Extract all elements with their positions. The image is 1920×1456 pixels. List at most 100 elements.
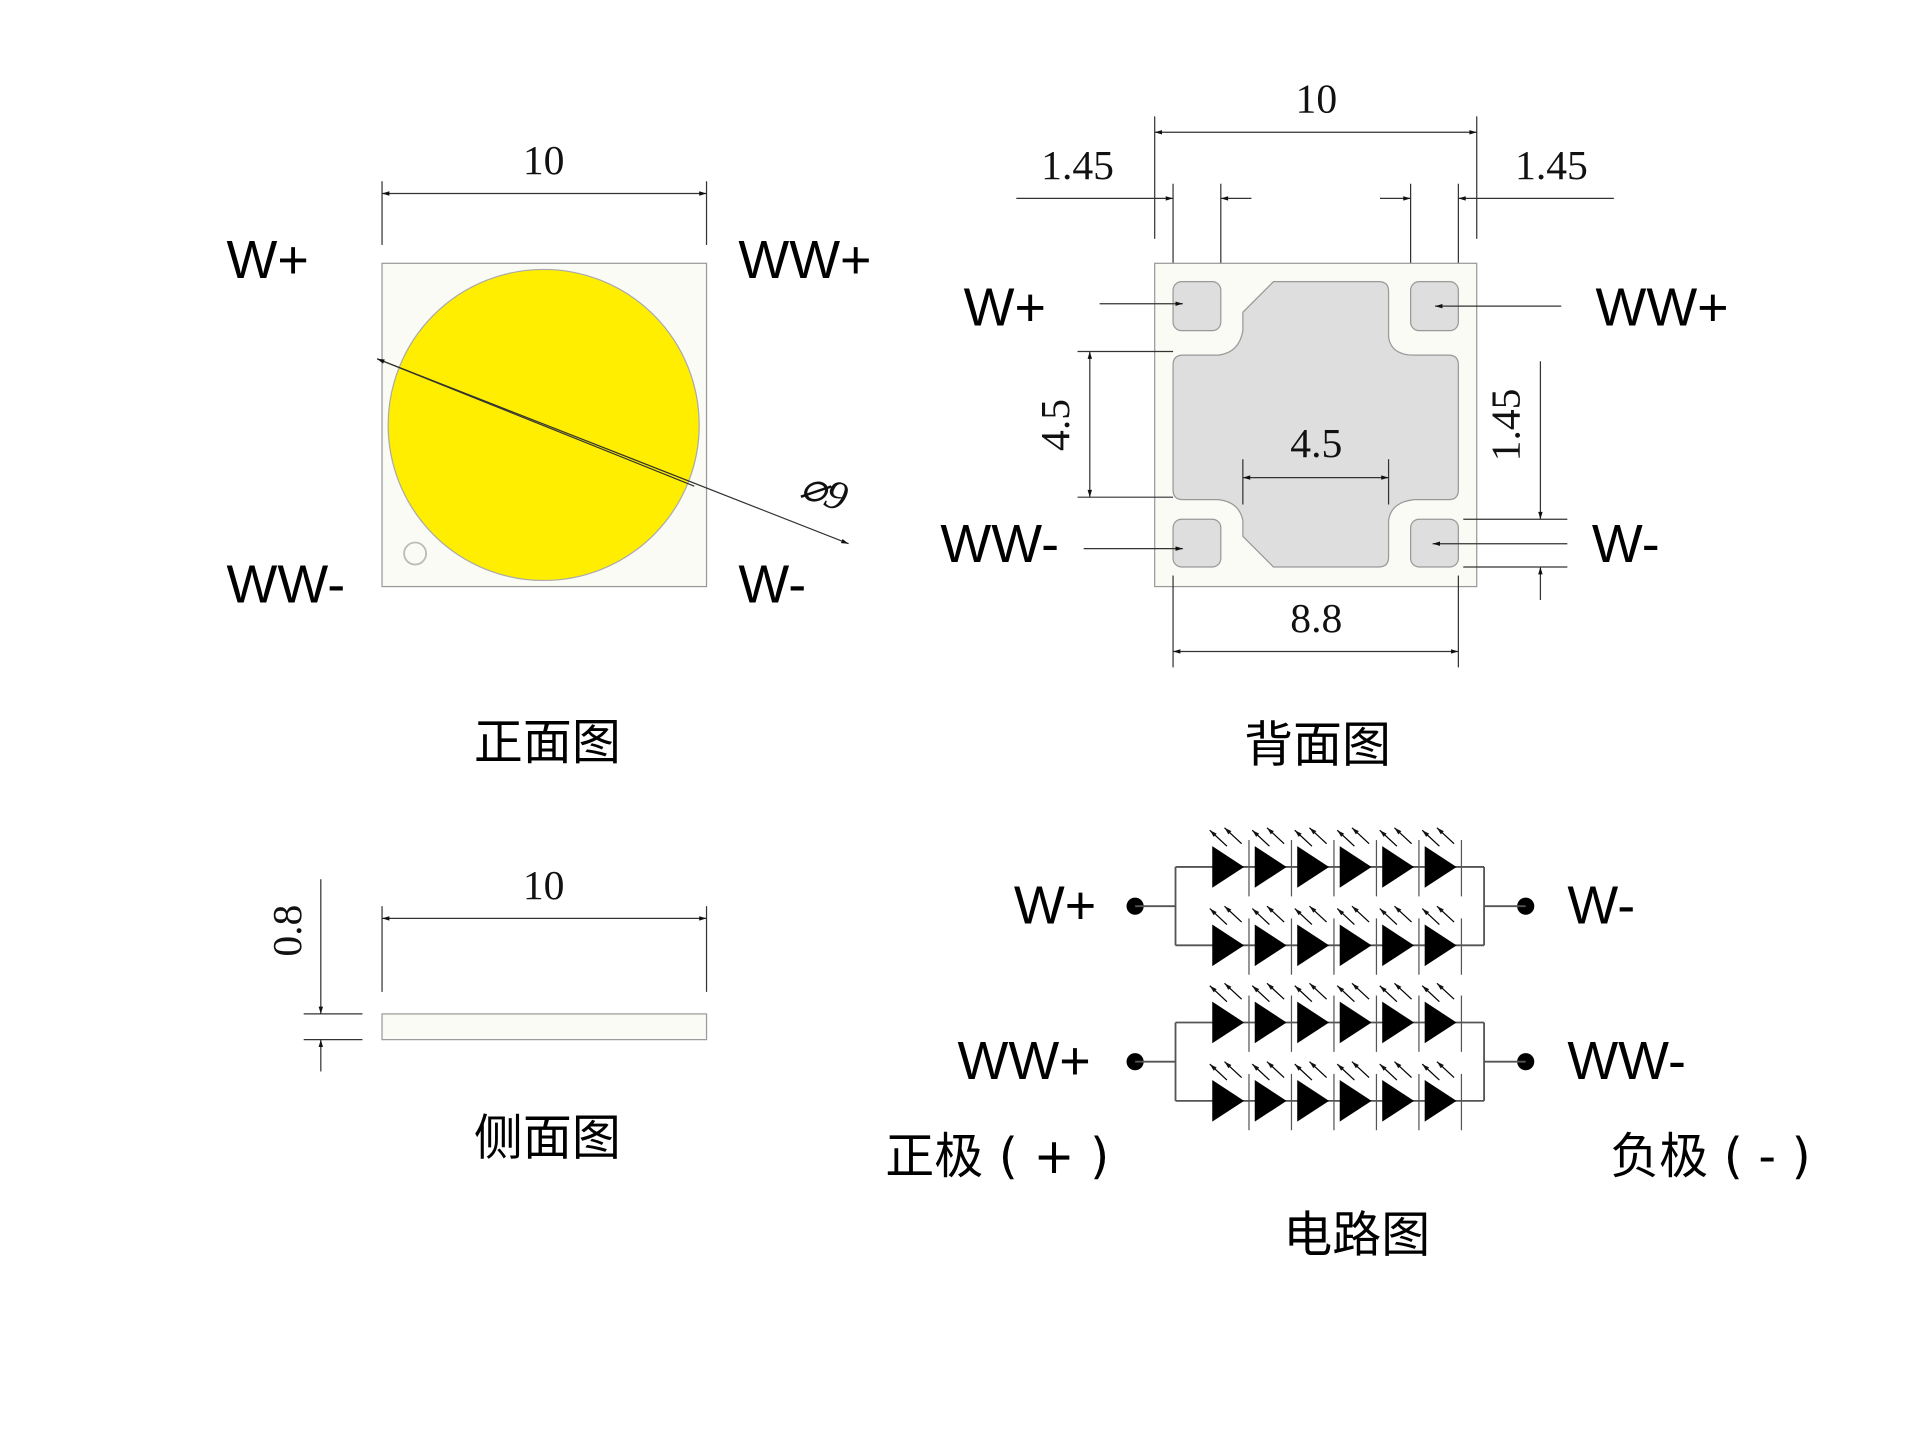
light-arrow-icon	[1379, 829, 1398, 847]
led-diode-icon	[1297, 1080, 1330, 1122]
led-diode-icon	[1297, 924, 1330, 967]
label-w-plus: W+	[227, 230, 309, 290]
light-arrow-icon	[1224, 1061, 1243, 1079]
circuit-label-ww-minus: WW-	[1567, 1031, 1686, 1091]
label-w-minus: W-	[738, 554, 806, 614]
led-diode-icon	[1339, 1080, 1372, 1122]
led-diode-icon	[1254, 924, 1287, 967]
led-diode-icon	[1254, 1001, 1287, 1044]
light-arrow-icon	[1336, 829, 1355, 847]
led-diode-icon	[1212, 924, 1245, 967]
emitter-circle	[387, 268, 700, 582]
light-arrow-icon	[1351, 905, 1370, 923]
light-arrow-icon	[1251, 829, 1270, 847]
light-arrow-icon	[1436, 905, 1455, 923]
pad-height-dim: 1.45	[1484, 389, 1530, 462]
circuit-label-w-minus: W-	[1567, 875, 1635, 935]
light-arrow-icon	[1336, 1063, 1355, 1081]
led-diode-icon	[1424, 924, 1457, 967]
thickness-dim: 0.8	[265, 905, 311, 957]
label-w-plus: W+	[964, 278, 1046, 338]
light-arrow-icon	[1309, 1061, 1328, 1079]
thermal-pad	[1172, 281, 1459, 568]
light-arrow-icon	[1224, 827, 1243, 845]
light-arrow-icon	[1436, 827, 1455, 845]
light-arrow-icon	[1436, 1061, 1455, 1079]
led-diode-icon	[1424, 846, 1457, 888]
light-arrow-icon	[1251, 985, 1270, 1003]
side-view: 10 0.8 侧面图	[265, 863, 708, 1167]
side-view-caption: 侧面图	[474, 1110, 621, 1167]
light-arrow-icon	[1266, 827, 1285, 845]
light-arrow-icon	[1309, 982, 1328, 1000]
back-view: 10 1.45 1.45 4.5 4.5	[940, 77, 1728, 774]
diameter-dim: ⌀9	[795, 462, 854, 521]
back-width-dim: 10	[1296, 77, 1338, 123]
light-arrow-icon	[1224, 982, 1243, 1000]
negative-label: 负极 ( - )	[1610, 1128, 1811, 1185]
led-diode-icon	[1254, 1080, 1287, 1122]
light-arrow-icon	[1421, 829, 1440, 847]
light-arrow-icon	[1209, 985, 1228, 1003]
pad-ww-minus	[1172, 518, 1222, 568]
circuit-caption: 电路图	[1283, 1206, 1430, 1263]
label-ww-minus: WW-	[227, 554, 346, 614]
light-arrow-icon	[1294, 1063, 1313, 1081]
label-ww-minus: WW-	[940, 514, 1059, 574]
light-arrow-icon	[1379, 985, 1398, 1003]
pad-left-dim: 1.45	[1041, 143, 1114, 189]
light-arrow-icon	[1294, 985, 1313, 1003]
light-arrow-icon	[1209, 829, 1228, 847]
diameter-leader-arrow	[376, 358, 695, 487]
side-width-dim: 10	[523, 863, 565, 909]
led-diode-icon	[1339, 846, 1372, 888]
light-arrow-icon	[1251, 1063, 1270, 1081]
light-arrow-icon	[1351, 1061, 1370, 1079]
front-view: 10 ⌀9 W+ WW+ WW- W- 正面图	[227, 138, 872, 771]
light-arrow-icon	[1209, 1063, 1228, 1081]
light-arrow-icon	[1379, 1063, 1398, 1081]
polarity-mark	[403, 541, 428, 566]
label-ww-plus: WW+	[738, 230, 871, 290]
led-diode-icon	[1382, 1001, 1415, 1044]
light-arrow-icon	[1224, 905, 1243, 923]
light-arrow-icon	[1266, 1061, 1285, 1079]
light-arrow-icon	[1266, 905, 1285, 923]
light-arrow-icon	[1294, 829, 1313, 847]
led-diode-icon	[1254, 846, 1287, 888]
light-arrow-icon	[1351, 982, 1370, 1000]
led-diode-icon	[1297, 846, 1330, 888]
light-arrow-icon	[1436, 982, 1455, 1000]
pad-span-dim: 8.8	[1290, 596, 1342, 642]
positive-label: 正极 ( + )	[885, 1128, 1109, 1185]
circuit-label-ww-plus: WW+	[958, 1031, 1091, 1091]
diameter-leader	[376, 358, 849, 545]
led-diode-icon	[1297, 1001, 1330, 1044]
led-diode-icon	[1339, 924, 1372, 967]
light-arrow-icon	[1394, 905, 1413, 923]
light-arrow-icon	[1379, 908, 1398, 925]
light-arrow-icon	[1421, 985, 1440, 1003]
light-arrow-icon	[1336, 908, 1355, 925]
light-arrow-icon	[1394, 827, 1413, 845]
led-diode-icon	[1382, 924, 1415, 967]
circuit-label-w-plus: W+	[1014, 875, 1096, 935]
light-arrow-icon	[1421, 1063, 1440, 1081]
led-diode-icon	[1212, 846, 1245, 888]
led-diode-icon	[1212, 1001, 1245, 1044]
light-arrow-icon	[1421, 908, 1440, 925]
pad-right-dim: 1.45	[1515, 143, 1588, 189]
front-view-caption: 正面图	[474, 714, 621, 771]
back-view-caption: 背面图	[1244, 717, 1391, 774]
light-arrow-icon	[1294, 908, 1313, 925]
label-w-minus: W-	[1592, 514, 1660, 574]
light-arrow-icon	[1394, 982, 1413, 1000]
light-arrow-icon	[1209, 908, 1228, 925]
light-arrow-icon	[1394, 1061, 1413, 1079]
led-diode-icon	[1382, 1080, 1415, 1122]
center-height-dim: 4.5	[1033, 399, 1079, 451]
center-width-dim: 4.5	[1290, 421, 1342, 467]
led-diode-icon	[1424, 1080, 1457, 1122]
led-diode-icon	[1382, 846, 1415, 888]
